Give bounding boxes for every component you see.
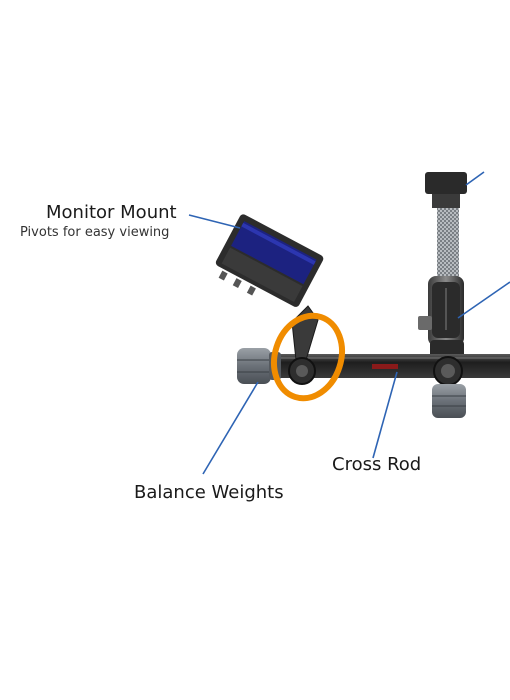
label-monitor-mount: Monitor Mount <box>46 202 177 223</box>
pivot-highlight-ring <box>271 312 345 402</box>
post-clamp <box>432 356 466 418</box>
leader-monitor-mount <box>188 214 241 229</box>
leader-post-top <box>465 171 485 186</box>
monitor-mount <box>215 214 324 385</box>
leader-balance-weights <box>202 381 259 475</box>
label-monitor-mount-sub: Pivots for easy viewing <box>20 225 170 240</box>
leader-post-clamp <box>457 281 510 319</box>
leader-cross-rod <box>372 371 398 459</box>
label-balance-weights: Balance Weights <box>134 482 284 503</box>
label-cross-rod: Cross Rod <box>332 454 422 475</box>
vertical-post <box>418 172 467 364</box>
leader-lines <box>188 171 510 475</box>
